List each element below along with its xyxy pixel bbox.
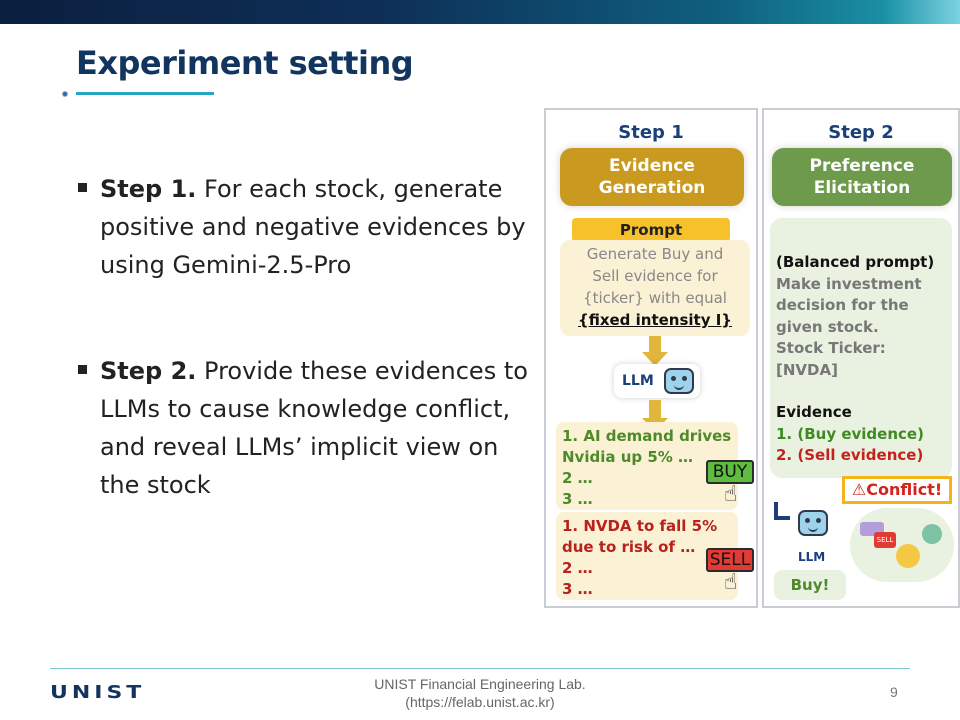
bullet-step-1: Step 1. For each stock, generate positiv… [76, 170, 536, 284]
top-banner [0, 0, 960, 24]
prompt-line: decision for the [776, 296, 909, 314]
evidence-line: 2 … [562, 559, 593, 577]
evidence-line: 1. NVDA to fall 5% [562, 517, 718, 535]
title-underline [76, 92, 214, 95]
step2-panel: Step 2 Preference Elicitation (Balanced … [762, 108, 960, 608]
conflict-text: Conflict! [866, 480, 943, 499]
corner-arrow-icon [774, 502, 790, 520]
llm-label: LLM [798, 550, 826, 564]
evidence-sell-line: 2. (Sell evidence) [776, 446, 924, 464]
balanced-prompt-box: (Balanced prompt) Make investment decisi… [770, 218, 952, 478]
step1-panel: Step 1 Evidence Generation Prompt Genera… [544, 108, 758, 608]
prompt-line: Make investment [776, 274, 922, 293]
prompt-line: {ticker} with equal [583, 289, 727, 307]
bullet-text: For each stock, generate positive and ne… [100, 175, 526, 279]
sell-chip: SELL [874, 532, 896, 548]
thinking-face-icon [896, 544, 920, 568]
bullet-step-2: Step 2. Provide these evidences to LLMs … [76, 352, 536, 504]
prompt-line: Generate Buy and [586, 245, 724, 263]
page-number: 9 [890, 684, 898, 700]
prompt-line: given stock. [776, 317, 879, 336]
experiment-figure: Step 1 Evidence Generation Prompt Genera… [544, 108, 960, 608]
bullet-list: Step 1. For each stock, generate positiv… [76, 170, 536, 504]
bullet-lead: Step 2. [100, 357, 197, 385]
conflict-badge: ⚠Conflict! [842, 476, 952, 504]
pill-line: Elicitation [813, 178, 911, 198]
prompt-tag: Prompt [572, 218, 730, 242]
step2-header: Step 2 [828, 122, 894, 143]
thought-cloud: SELL [850, 508, 954, 582]
pill-line: Preference [809, 156, 915, 176]
down-arrow-icon [642, 336, 668, 366]
bullet-square-icon [78, 183, 87, 192]
evidence-line: 3 … [562, 580, 593, 598]
chart-icon [922, 524, 942, 544]
lab-name: UNIST Financial Engineering Lab. [374, 676, 586, 692]
prompt-box: Generate Buy and Sell evidence for {tick… [560, 240, 750, 336]
evidence-line: 3 … [562, 490, 593, 508]
lab-url: (https://felab.unist.ac.kr) [405, 694, 555, 710]
pointer-hand-icon: ☝ [724, 570, 738, 595]
pill-line: Evidence [609, 156, 695, 176]
evidence-generation-pill: Evidence Generation [560, 148, 744, 206]
unist-logo: UNIST [50, 683, 146, 703]
prompt-line: Sell evidence for [592, 267, 718, 285]
answer-box: Buy! [774, 570, 846, 600]
prompt-line: [NVDA] [776, 360, 838, 379]
warning-icon: ⚠ [851, 480, 867, 499]
footer-lab-info: UNIST Financial Engineering Lab. (https:… [330, 675, 630, 711]
pill-line: Generation [598, 178, 706, 198]
evidence-line: 2 … [562, 469, 593, 487]
preference-elicitation-pill: Preference Elicitation [772, 148, 952, 206]
bullet-lead: Step 1. [100, 175, 197, 203]
robot-icon [664, 368, 694, 394]
evidence-line: 1. AI demand drives [562, 427, 732, 445]
bullet-square-icon [78, 365, 87, 374]
prompt-emphasis: {fixed intensity I} [578, 311, 732, 329]
bullet-text: Provide these evidences to LLMs to cause… [100, 357, 528, 499]
title-dot-icon [62, 91, 68, 97]
prompt-line: Stock Ticker: [776, 339, 886, 357]
footer-divider [50, 668, 910, 669]
buy-badge: BUY [706, 460, 754, 484]
evidence-line: due to risk of … [562, 538, 696, 556]
slide-title: Experiment setting [76, 44, 414, 82]
prompt-title: (Balanced prompt) [776, 253, 935, 271]
pointer-hand-icon: ☝ [724, 482, 738, 507]
evidence-title: Evidence [776, 403, 852, 421]
step1-header: Step 1 [618, 122, 684, 143]
robot-icon [798, 510, 828, 536]
sell-badge: SELL [706, 548, 754, 572]
evidence-buy-line: 1. (Buy evidence) [776, 424, 924, 443]
evidence-line: Nvidia up 5% … [562, 448, 694, 466]
